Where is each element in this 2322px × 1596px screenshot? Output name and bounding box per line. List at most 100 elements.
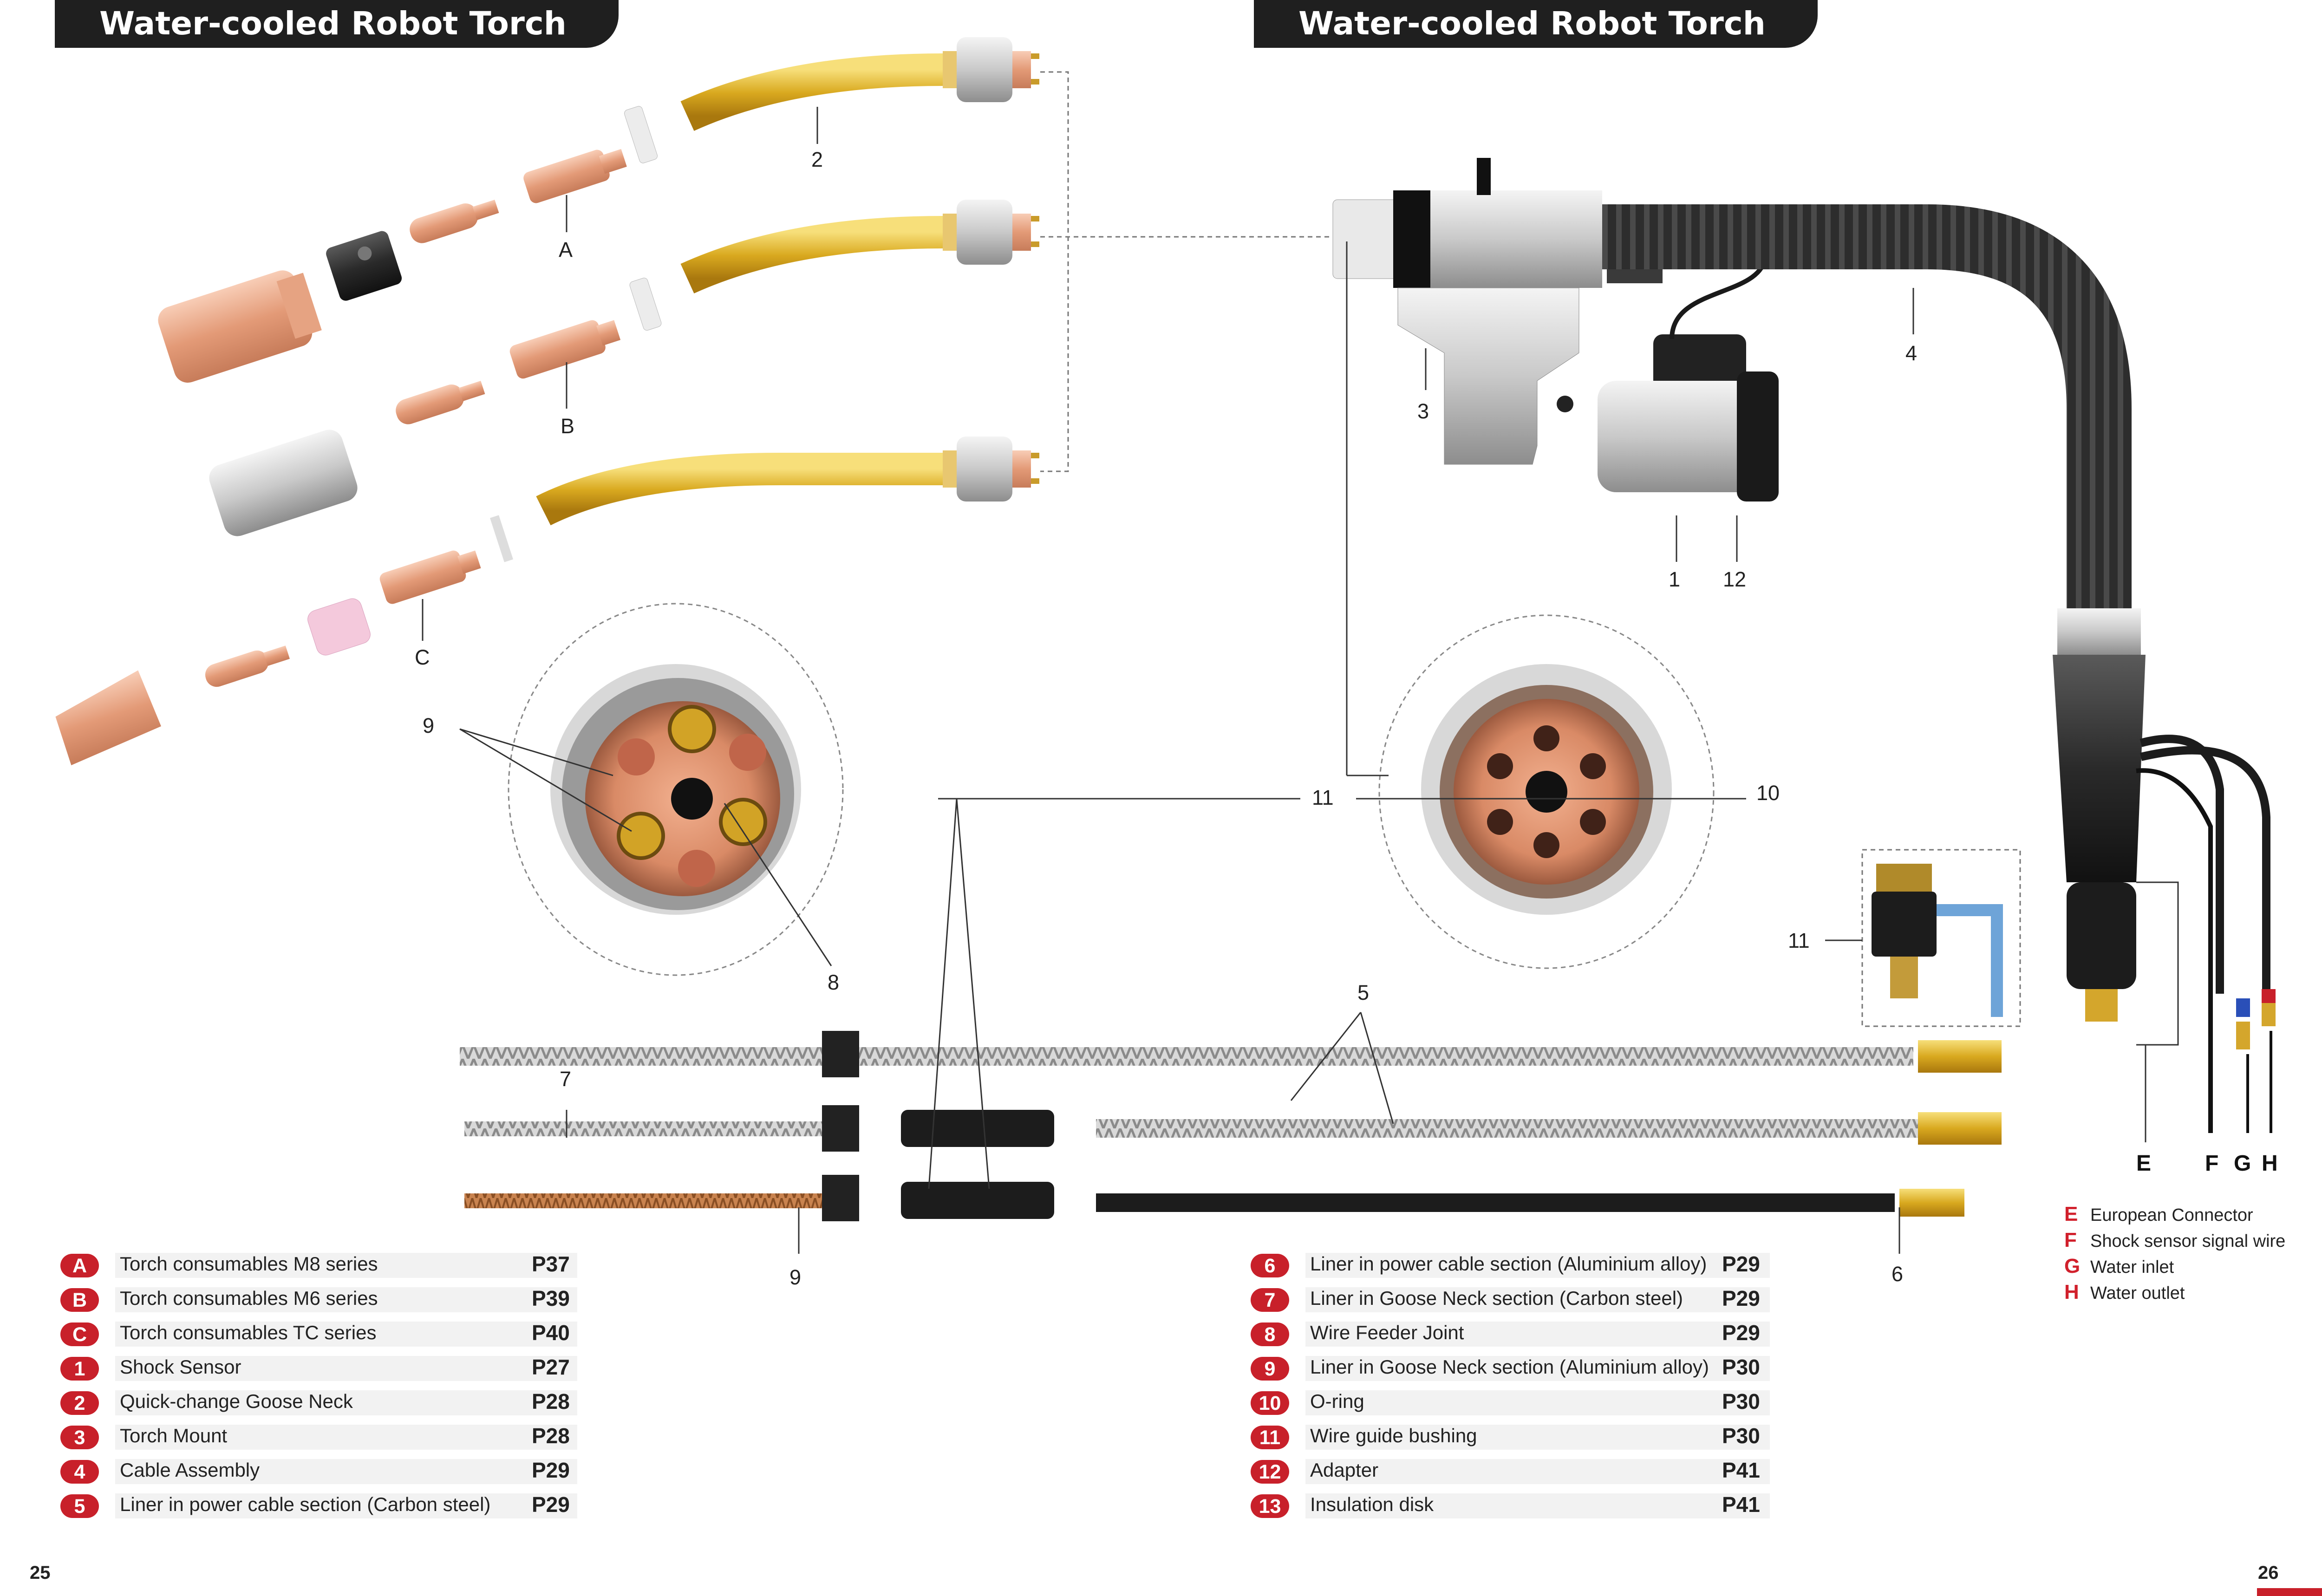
row-bar	[115, 1390, 577, 1415]
label-g: G	[2234, 1151, 2251, 1176]
row-bar	[115, 1287, 577, 1312]
part-name: Insulation disk	[1310, 1493, 1434, 1515]
part-name: Liner in power cable section (Carbon ste…	[120, 1493, 491, 1515]
part-name: Liner in Goose Neck section (Aluminium a…	[1310, 1356, 1709, 1378]
cable-assembly	[1602, 204, 2276, 1133]
part-code: 3	[60, 1426, 99, 1449]
callout-11-left: 11	[1312, 786, 1334, 809]
row-bar	[115, 1253, 577, 1278]
part-name: Liner in power cable section (Aluminium …	[1310, 1253, 1707, 1275]
key-row: H Water outlet	[2064, 1281, 2185, 1304]
callout-c: C	[415, 645, 430, 669]
row-bar	[1305, 1390, 1770, 1415]
callout-b: B	[561, 414, 575, 438]
goose-neck-connector-face	[508, 603, 844, 976]
callout-7: 7	[560, 1067, 572, 1091]
part-name: Wire guide bushing	[1310, 1425, 1477, 1446]
part-page: P37	[532, 1252, 570, 1276]
leader-lines	[422, 107, 2179, 1254]
part-page: P41	[1722, 1492, 1760, 1517]
part-name: Torch Mount	[120, 1425, 228, 1446]
right-header-title: Water-cooled Robot Torch	[1298, 5, 1766, 42]
page-number-right: 26	[2258, 1563, 2279, 1583]
row-bar	[115, 1459, 577, 1484]
key-text: European Connector	[2090, 1205, 2253, 1225]
row-bar	[1305, 1356, 1770, 1381]
row-bar	[1305, 1322, 1770, 1347]
part-code: 2	[60, 1391, 99, 1415]
label-h: H	[2262, 1151, 2278, 1176]
part-page: P39	[532, 1286, 570, 1310]
part-page: P30	[1722, 1424, 1760, 1448]
goose-neck-3	[536, 436, 1039, 526]
part-code: 6	[1251, 1254, 1289, 1277]
part-name: Adapter	[1310, 1459, 1379, 1481]
part-page: P28	[532, 1424, 570, 1448]
row-bar	[1305, 1425, 1770, 1450]
callout-9-top: 9	[423, 714, 435, 737]
part-name: O-ring	[1310, 1390, 1364, 1412]
part-name: Torch consumables TC series	[120, 1322, 377, 1343]
callout-5: 5	[1357, 981, 1370, 1004]
callout-10: 10	[1756, 781, 1780, 805]
left-header-title: Water-cooled Robot Torch	[99, 5, 567, 42]
part-name: Cable Assembly	[120, 1459, 260, 1481]
label-f: F	[2205, 1151, 2219, 1176]
consumables-c	[55, 515, 513, 765]
part-name: Torch consumables M8 series	[120, 1253, 378, 1275]
part-page: P30	[1722, 1355, 1760, 1379]
part-name: Shock Sensor	[120, 1356, 241, 1378]
consumables-a	[158, 106, 658, 383]
part-code: 8	[1251, 1322, 1289, 1346]
callout-4: 4	[1905, 341, 1918, 365]
part-page: P29	[532, 1492, 570, 1517]
right-header-banner: Water-cooled Robot Torch	[1254, 0, 1818, 48]
callout-9-bottom: 9	[789, 1265, 802, 1289]
key-text: Water outlet	[2090, 1283, 2185, 1303]
liners	[460, 1031, 2002, 1221]
row-bar	[115, 1425, 577, 1450]
part-name: Wire Feeder Joint	[1310, 1322, 1464, 1343]
cable-connector-face	[1378, 614, 1715, 969]
part-code: 7	[1251, 1288, 1289, 1312]
callout-1: 1	[1669, 567, 1681, 591]
part-page: P29	[532, 1458, 570, 1482]
part-code: 12	[1251, 1460, 1289, 1484]
part-page: P29	[1722, 1252, 1760, 1276]
key-letter: E	[2064, 1203, 2078, 1225]
part-name: Quick-change Goose Neck	[120, 1390, 353, 1412]
part-page: P30	[1722, 1389, 1760, 1414]
left-header-banner: Water-cooled Robot Torch	[55, 0, 619, 48]
part-page: P41	[1722, 1458, 1760, 1482]
callout-3: 3	[1417, 399, 1429, 423]
part-code: 4	[60, 1460, 99, 1484]
consumables-b	[209, 278, 662, 536]
callout-2: 2	[811, 148, 823, 171]
row-bar	[1305, 1253, 1770, 1278]
row-bar	[115, 1493, 577, 1518]
goose-neck-2	[680, 200, 1039, 293]
row-bar	[1305, 1287, 1770, 1312]
row-bar	[115, 1356, 577, 1381]
key-text: Shock sensor signal wire	[2090, 1231, 2286, 1251]
wire-guide-bushing-inset	[1861, 849, 2021, 1027]
page-number-left: 25	[30, 1563, 51, 1583]
row-bar	[1305, 1459, 1770, 1484]
key-row: E European Connector	[2064, 1203, 2253, 1226]
part-code: 11	[1251, 1426, 1289, 1449]
part-code: C	[60, 1322, 99, 1346]
row-bar	[115, 1322, 577, 1347]
callout-11-right: 11	[1788, 929, 1810, 952]
part-page: P40	[532, 1321, 570, 1345]
callout-12: 12	[1723, 567, 1747, 591]
part-page: P29	[1722, 1286, 1760, 1310]
part-code: A	[60, 1254, 99, 1277]
key-letter: F	[2064, 1229, 2077, 1251]
callout-6: 6	[1892, 1262, 1904, 1286]
part-page: P27	[532, 1355, 570, 1379]
part-code: B	[60, 1288, 99, 1312]
key-letter: H	[2064, 1281, 2079, 1303]
part-page: P29	[1722, 1321, 1760, 1345]
